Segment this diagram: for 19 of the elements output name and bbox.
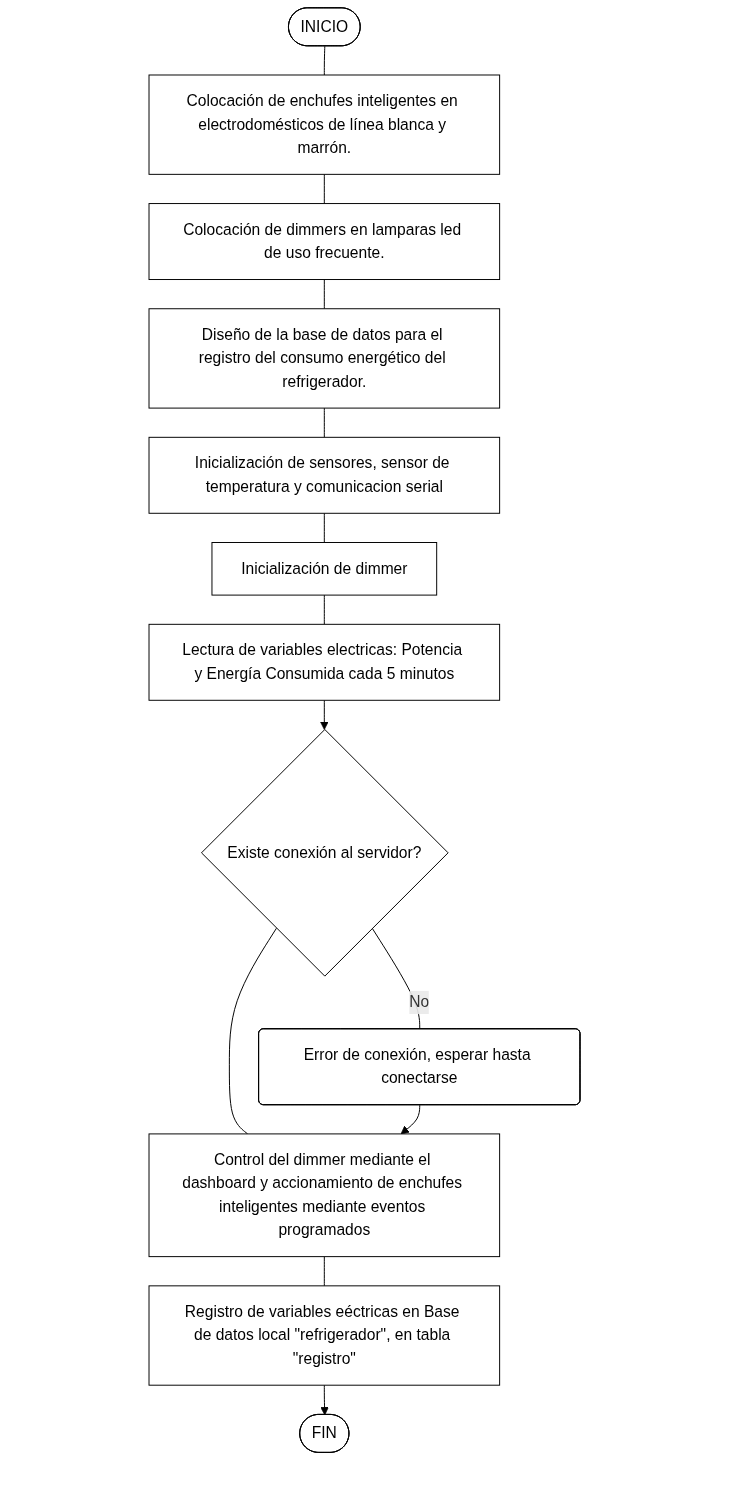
connector [323,45,326,76]
connector [323,173,325,205]
node-box: Registro de variables eéctricas en Base de datos local "refrigerador", en tabla "registro" [148,1285,501,1386]
connector [228,927,277,1135]
connector [323,1256,325,1287]
node-box: Colocación de enchufes inteligentes en electrodomésticos de línea blanca y marrón. [148,74,501,175]
connector [323,594,325,625]
node-box: Control del dimmer mediante el dashboard y accionamiento de enchufes inteligentes mediante eventos programados [148,1133,501,1258]
connector [323,512,325,543]
node-diamond: Existe conexión al servidor? [201,729,449,977]
node-box: Colocación de dimmers en lamparas led de uso frecuente. [148,203,501,280]
edge-label: No [409,993,430,1011]
connector [371,927,421,1030]
connector [323,407,325,438]
node-box: Lectura de variables electricas: Potencia y Energía Consumida cada 5 minutos [148,623,501,701]
node-box: Inicialización de dimmer [211,542,438,596]
connector [323,279,325,310]
node-box: Diseño de la base de datos para el registro del consumo energético del refrigerador. [148,308,501,409]
node-box: Inicialización de sensores, sensor de temperatura y comunicacion serial [148,436,501,514]
